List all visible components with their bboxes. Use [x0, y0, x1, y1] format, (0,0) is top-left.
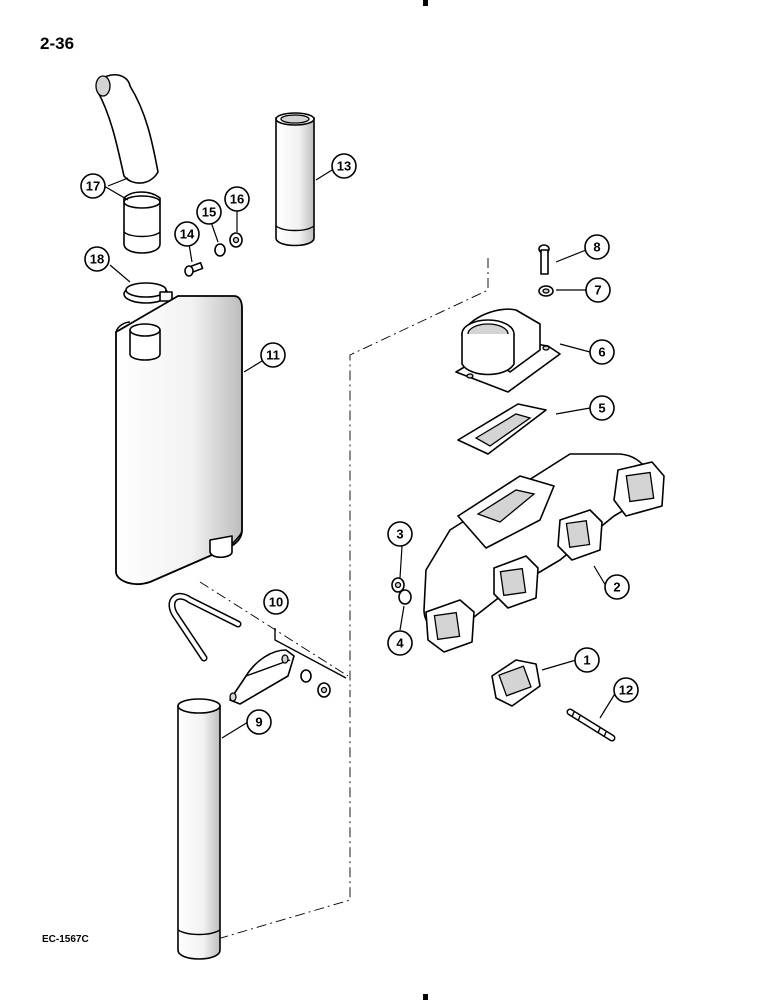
callout-9: 9	[246, 709, 272, 735]
svg-text:14: 14	[180, 227, 195, 242]
svg-text:10: 10	[269, 595, 283, 610]
callout-5: 5	[589, 395, 615, 421]
lock-washer	[214, 243, 226, 257]
callout-12: 12	[613, 677, 639, 703]
svg-text:6: 6	[598, 345, 605, 360]
top-edge-mark	[423, 0, 428, 6]
bottom-edge-mark	[423, 994, 428, 1000]
exhaust-elbow-upper	[95, 74, 159, 184]
figure-reference-code: EC-1567C	[42, 934, 89, 945]
tail-pipe	[275, 112, 315, 247]
exhaust-elbow-outlet	[455, 308, 561, 393]
bolt	[184, 261, 204, 277]
manifold-nut	[391, 577, 405, 593]
callout-1: 1	[574, 647, 600, 673]
callout-13: 13	[331, 153, 357, 179]
callout-17: 17	[80, 173, 106, 199]
callout-10: 10	[263, 589, 289, 615]
svg-text:5: 5	[598, 401, 605, 416]
callout-8: 8	[584, 234, 610, 260]
u-bolt	[168, 592, 242, 662]
washer-7	[538, 285, 554, 297]
exhaust-manifold	[423, 453, 665, 653]
callout-15: 15	[196, 199, 222, 225]
svg-text:1: 1	[583, 653, 590, 668]
clamp-nuts	[300, 669, 331, 698]
svg-text:15: 15	[202, 205, 216, 220]
elbow-gasket	[457, 403, 547, 455]
callout-7: 7	[585, 277, 611, 303]
svg-text:16: 16	[230, 192, 244, 207]
callout-16: 16	[224, 186, 250, 212]
svg-text:18: 18	[90, 252, 104, 267]
lower-exhaust-pipe	[177, 698, 221, 960]
svg-text:4: 4	[396, 636, 404, 651]
leader-lines	[103, 169, 617, 739]
svg-text:17: 17	[86, 179, 100, 194]
page-number: 2-36	[40, 34, 75, 53]
muffler	[115, 295, 243, 585]
manifold-washer	[398, 589, 412, 605]
hex-nut	[229, 232, 243, 248]
port-gasket	[491, 659, 541, 707]
svg-text:2: 2	[613, 580, 620, 595]
svg-text:3: 3	[396, 527, 403, 542]
cap-screw	[538, 244, 550, 275]
callout-3: 3	[387, 521, 413, 547]
callout-18: 18	[84, 246, 110, 272]
exhaust-pipe-section	[123, 191, 161, 254]
saddle-clamp	[229, 649, 295, 705]
svg-text:9: 9	[255, 715, 262, 730]
u-bolt-kit-bracket	[274, 628, 347, 679]
callout-6: 6	[589, 339, 615, 365]
svg-text:12: 12	[619, 683, 633, 698]
callout-14: 14	[174, 221, 200, 247]
clamp-band	[123, 282, 173, 304]
svg-text:13: 13	[337, 159, 351, 174]
manifold-stud	[566, 708, 616, 742]
svg-text:8: 8	[593, 240, 600, 255]
callout-2: 2	[604, 574, 630, 600]
svg-text:7: 7	[594, 283, 601, 298]
callout-11: 11	[260, 342, 286, 368]
svg-text:11: 11	[266, 348, 280, 363]
callout-4: 4	[387, 630, 413, 656]
